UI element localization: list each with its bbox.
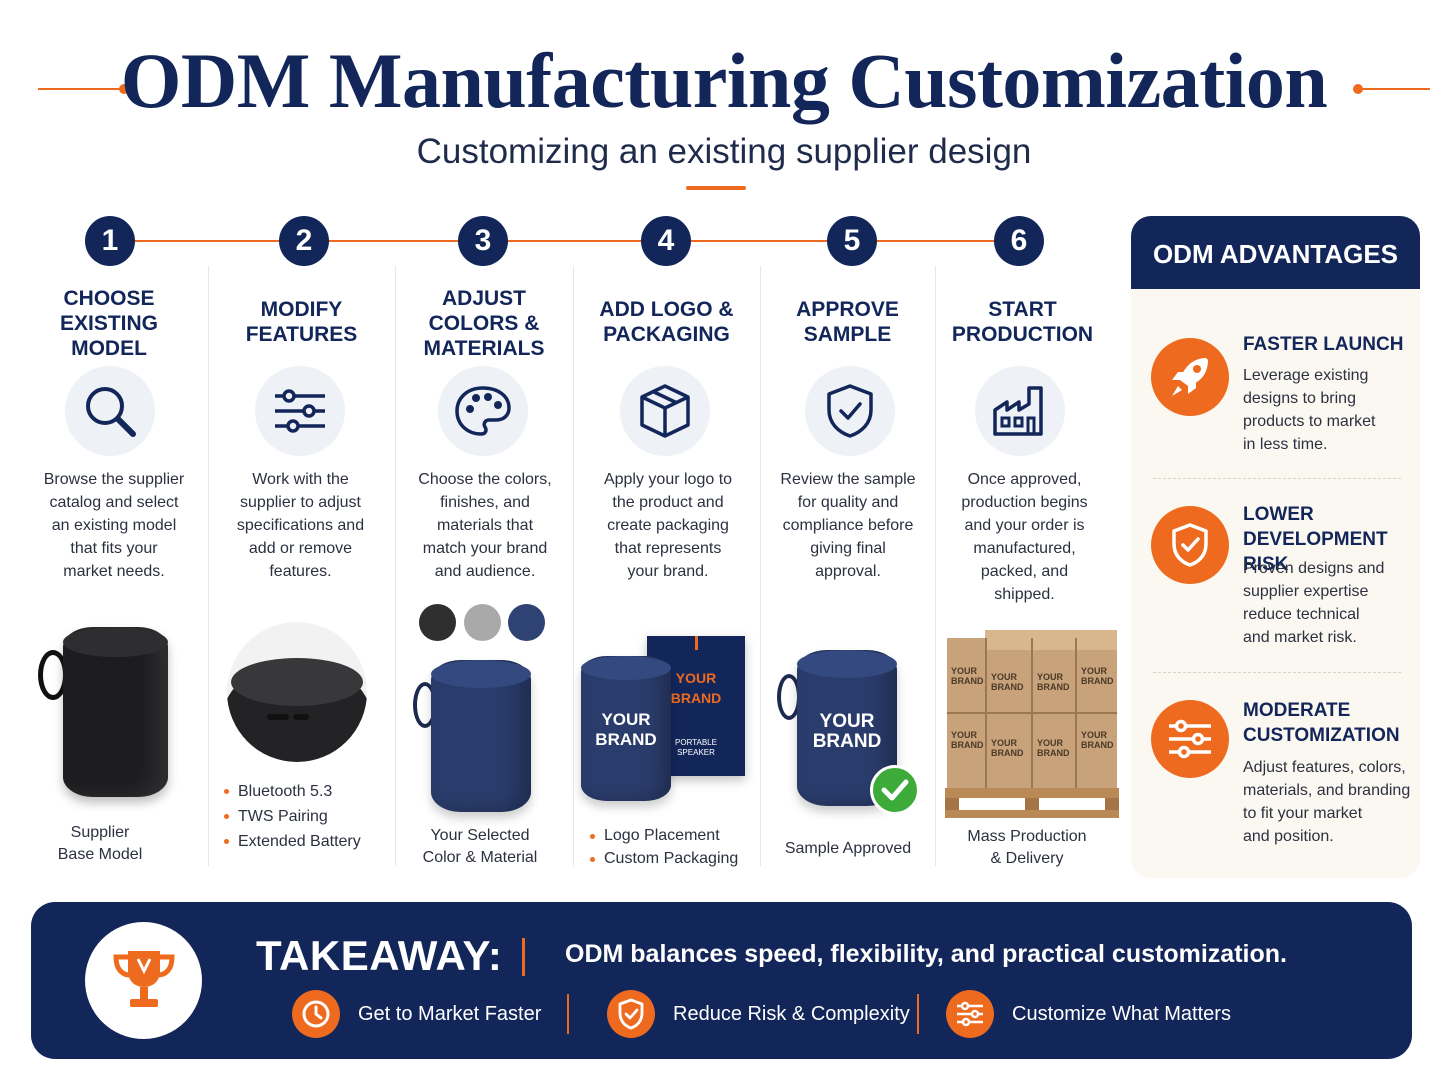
step-connector — [132, 240, 302, 242]
step-2-feature-list: Bluetooth 5.3 TWS Pairing Extended Batte… — [222, 779, 361, 854]
box-icon — [620, 366, 710, 456]
clock-icon — [292, 990, 340, 1038]
step-connector — [876, 240, 1016, 242]
column-divider — [573, 266, 574, 866]
step-number: 2 — [279, 216, 329, 266]
advantage-title: FASTER LAUNCH — [1243, 334, 1404, 355]
takeaway-text: ODM balances speed, flexibility, and pra… — [565, 940, 1287, 968]
column-divider — [395, 266, 396, 866]
feature-item: Extended Battery — [222, 829, 361, 854]
title-rule-right — [1356, 88, 1430, 90]
color-swatch-grey — [464, 604, 501, 641]
pallet-boxes-image: YOUR BRAND YOUR BRAND YOUR BRAND YOUR BR… — [945, 630, 1120, 820]
speaker-selected-color-image — [413, 660, 543, 820]
step-6-caption: Mass Production& Delivery — [967, 828, 1087, 867]
color-swatch-dark — [419, 604, 456, 641]
takeaway-item: Reduce Risk & Complexity — [607, 990, 910, 1038]
page-title: ODM Manufacturing Customization — [120, 37, 1328, 124]
advantages-panel: ODM ADVANTAGES FASTER LAUNCH Leverage ex… — [1131, 216, 1420, 878]
feature-item: TWS Pairing — [222, 804, 361, 829]
page-subtitle: Customizing an existing supplier design — [416, 132, 1032, 171]
advantage-description: Adjust features, colors,materials, and b… — [1243, 759, 1411, 845]
takeaway-item: Customize What Matters — [946, 990, 1231, 1038]
sliders-icon — [1151, 700, 1229, 778]
color-swatch-navy — [508, 604, 545, 641]
shield-check-icon — [607, 990, 655, 1038]
takeaway-divider — [522, 938, 525, 976]
header: ODM Manufacturing Customization Customiz… — [0, 0, 1448, 200]
shield-check-icon — [1151, 506, 1229, 584]
takeaway-item-divider — [917, 994, 919, 1034]
shield-check-icon — [805, 366, 895, 456]
takeaway-label: TAKEAWAY: — [256, 932, 503, 979]
subtitle-accent — [686, 186, 746, 190]
step-number: 6 — [994, 216, 1044, 266]
palette-icon — [438, 366, 528, 456]
feature-item: Logo Placement — [588, 824, 738, 847]
advantages-heading: ODM ADVANTAGES — [1131, 216, 1420, 289]
takeaway-item: Get to Market Faster — [292, 990, 541, 1038]
takeaway-banner: TAKEAWAY: ODM balances speed, flexibilit… — [31, 902, 1412, 1059]
feature-item: Bluetooth 5.3 — [222, 779, 361, 804]
column-divider — [935, 266, 936, 866]
sliders-icon — [255, 366, 345, 456]
column-divider — [760, 266, 761, 866]
takeaway-item-divider — [567, 994, 569, 1034]
advantage-separator — [1153, 672, 1401, 673]
title-dot-right — [1353, 84, 1363, 94]
speaker-feature-closeup-image — [227, 622, 367, 762]
column-divider — [208, 266, 209, 866]
step-5-caption: Sample Approved — [784, 840, 912, 857]
title-dot-left — [119, 84, 129, 94]
step-4-feature-list: Logo Placement Custom Packaging — [588, 824, 738, 870]
check-badge-icon — [870, 765, 920, 815]
speaker-base-model-image — [38, 625, 188, 805]
feature-item: Custom Packaging — [588, 847, 738, 870]
step-number: 4 — [641, 216, 691, 266]
step-4-title: ADD LOGO &PACKAGING — [599, 298, 734, 346]
step-number: 1 — [85, 216, 135, 266]
step-connector — [688, 240, 851, 242]
factory-icon — [975, 366, 1065, 456]
step-number: 3 — [458, 216, 508, 266]
advantage-separator — [1153, 478, 1401, 479]
step-connector — [326, 240, 482, 242]
step-connector — [506, 240, 664, 242]
search-icon — [65, 366, 155, 456]
trophy-icon — [85, 922, 202, 1039]
rocket-icon — [1151, 338, 1229, 416]
title-rule-left — [38, 88, 124, 90]
sliders-icon — [946, 990, 994, 1038]
step-number: 5 — [827, 216, 877, 266]
